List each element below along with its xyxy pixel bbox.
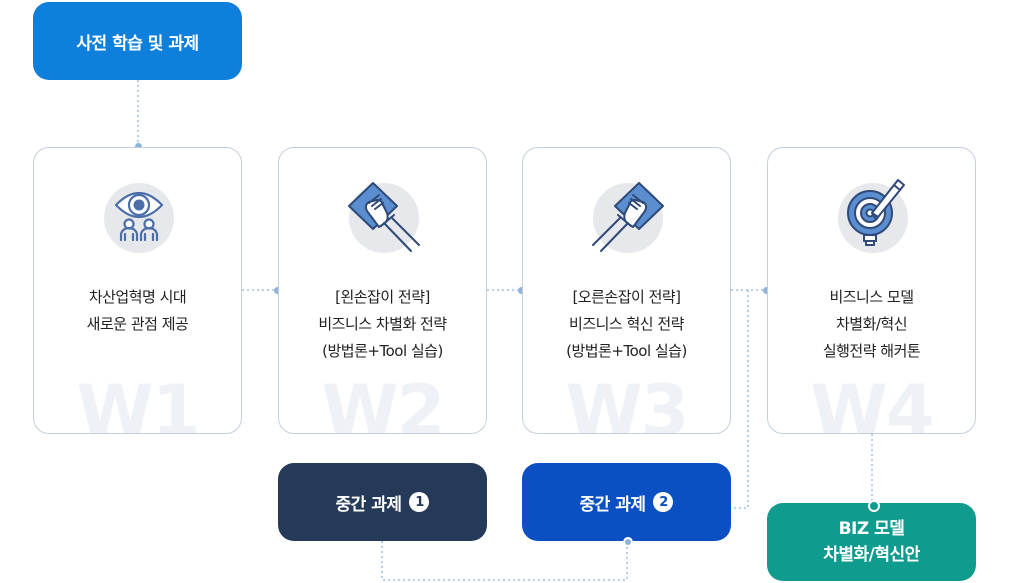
midterm-2-label: 중간 과제 xyxy=(579,494,646,515)
week-1-text: 차산업혁명 시대 새로운 관점 제공 xyxy=(86,288,189,333)
final-line-1: BIZ 모델 xyxy=(838,519,905,539)
connector-dot xyxy=(623,537,633,547)
week-watermark: W4 xyxy=(810,370,935,434)
week-watermark: W2 xyxy=(321,370,446,434)
week-4-text: 비즈니스 모델 차별화/혁신 실행전략 해커톤 xyxy=(822,288,921,360)
midterm-1-pill: 중간 과제 1 xyxy=(278,463,487,541)
midterm-1-label: 중간 과제 xyxy=(335,494,402,515)
left-hand-cloth-icon xyxy=(348,182,420,253)
midterm-2-pill: 중간 과제 2 xyxy=(522,463,731,541)
week-watermark: W1 xyxy=(76,370,201,434)
number-badge: 1 xyxy=(409,492,430,512)
final-line-2: 차별화/혁신안 xyxy=(823,545,920,565)
connector-dot xyxy=(135,143,142,150)
week-2-card: W2 [왼손잡이 전략] 비즈니스 차별화 전략 (방법론+Tool 실습) xyxy=(278,147,487,434)
target-pencil-icon xyxy=(838,179,908,253)
right-hand-cloth-icon xyxy=(592,182,664,253)
week-2-text: [왼손잡이 전략] 비즈니스 차별화 전략 (방법론+Tool 실습) xyxy=(318,288,447,360)
week-3-text: [오른손잡이 전략] 비즈니스 혁신 전략 (방법론+Tool 실습) xyxy=(566,288,687,360)
pre-study-pill: 사전 학습 및 과제 xyxy=(33,2,242,80)
connector-dot xyxy=(868,500,880,512)
week-4-card: W4 비즈니스 모델 차별화/혁신 실행전략 해커톤 xyxy=(767,147,976,434)
connector-dot xyxy=(518,287,525,294)
pre-study-label: 사전 학습 및 과제 xyxy=(76,33,199,54)
week-1-card: W1 차산업혁명 시대 새로운 관점 제공 xyxy=(33,147,242,434)
number-badge: 2 xyxy=(653,492,674,512)
week-watermark: W3 xyxy=(565,370,690,434)
connector-dot xyxy=(274,287,281,294)
eye-people-icon xyxy=(104,183,174,253)
final-biz-pill: BIZ 모델 차별화/혁신안 xyxy=(767,503,976,581)
week-3-card: W3 [오른손잡이 전략] 비즈니스 혁신 전략 (방법론+Tool 실습) xyxy=(522,147,731,434)
connector-dot xyxy=(763,287,770,294)
